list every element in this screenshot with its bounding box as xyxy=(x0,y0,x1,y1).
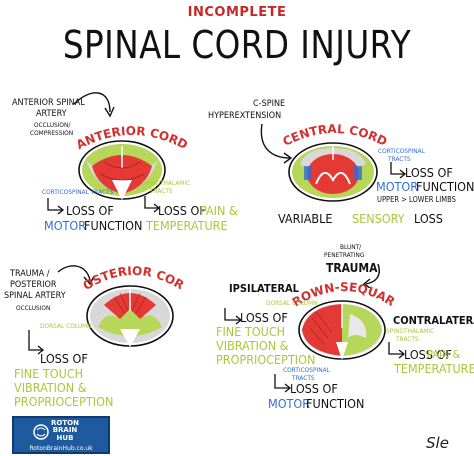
brown-ipsi-fine: FINE TOUCH xyxy=(216,324,286,339)
brown-ipsi-proprioception: PROPRIOCEPTION xyxy=(216,352,316,367)
central-variable: VARIABLE xyxy=(278,211,333,226)
brown-cause-arrow xyxy=(362,263,380,288)
anterior-motor: MOTOR xyxy=(44,218,87,233)
posterior-loss-of: LOSS OF xyxy=(40,351,88,366)
central-motor: MOTOR xyxy=(376,179,419,194)
brown-cause-1: BLUNT/ xyxy=(340,243,362,251)
brown-ipsi-arrow xyxy=(224,308,243,325)
logo-line-1: ROTON xyxy=(51,419,79,427)
brown-motor: MOTOR xyxy=(268,396,311,411)
brown-spino-1: SPINOTHALAMIC xyxy=(386,327,435,335)
brown-cortico-1: CORTICOSPINAL xyxy=(283,366,330,374)
logo-line-3: HUB xyxy=(56,433,74,442)
anterior-cause-1: ANTERIOR SPINAL xyxy=(12,98,85,108)
anterior-loss-of: LOSS OF xyxy=(66,203,114,218)
brown-motor-arrow xyxy=(274,374,292,393)
title-subheading: INCOMPLETE xyxy=(187,5,287,20)
brown-contra-loss-of: LOSS OF xyxy=(404,347,452,362)
central-cord-cross-section xyxy=(288,142,378,202)
central-arrow xyxy=(390,162,407,179)
brown-ipsi-loss-of: LOSS OF xyxy=(240,310,288,325)
central-loss: LOSS xyxy=(414,211,443,226)
logo-text: ROTON BRAIN HUB xyxy=(48,419,82,442)
posterior-cause-arrow xyxy=(57,265,95,286)
posterior-tract: DORSAL COLUMN xyxy=(40,322,92,330)
anterior-cause-arrow xyxy=(73,92,115,118)
anterior-cause-4: COMPRESSION xyxy=(30,129,74,137)
posterior-cause-2: POSTERIOR xyxy=(10,280,57,290)
anterior-right-arrow xyxy=(144,196,161,213)
brown-contralateral: CONTRALATERAL xyxy=(393,314,474,327)
anterior-cause-2: ARTERY xyxy=(36,109,67,119)
logo-url: RotonBrainHub.co.uk xyxy=(29,445,93,452)
brown-sequard-cross-section xyxy=(298,300,386,360)
central-function: FUNCTION xyxy=(416,179,474,194)
central-tract-2: TRACTS xyxy=(388,155,411,163)
central-cause-1: C-SPINE xyxy=(253,99,286,109)
posterior-cause-3: SPINAL ARTERY xyxy=(4,291,66,301)
central-sensory: SENSORY xyxy=(352,211,405,226)
anterior-loss-of-2: LOSS OF xyxy=(158,203,206,218)
brown-contra-temperature: TEMPERATURE xyxy=(394,361,474,376)
anterior-left-arrow xyxy=(47,198,65,215)
anterior-temperature: TEMPERATURE xyxy=(146,218,228,233)
roton-brain-hub-logo: ROTON BRAIN HUB RotonBrainHub.co.uk xyxy=(12,416,110,454)
brown-contra-arrow xyxy=(388,342,406,359)
brown-dorsal-column: DORSAL COLUMN xyxy=(266,299,318,307)
brown-ipsi-vibration: VIBRATION & xyxy=(216,338,289,353)
anterior-cause-3: OCCLUSION/ xyxy=(34,121,71,129)
posterior-cause-4: OCCLUSION xyxy=(16,304,51,312)
posterior-proprioception: PROPRIOCEPTION xyxy=(14,394,114,409)
central-cause-2: HYPEREXTENSION xyxy=(208,111,282,121)
brain-icon xyxy=(33,424,49,440)
brown-cause-2: PENETRATING xyxy=(324,251,365,259)
central-tract-1: CORTICOSPINAL xyxy=(378,147,425,155)
brown-motor-function: FUNCTION xyxy=(306,396,365,411)
posterior-fine-touch: FINE TOUCH xyxy=(14,366,84,381)
anterior-tract-spinothalamic-2: TRACTS xyxy=(150,187,173,195)
brown-cause-3: TRAUMA xyxy=(326,261,378,275)
central-upper-lower: UPPER > LOWER LIMBS xyxy=(377,195,456,204)
artist-signature: Sle xyxy=(426,434,449,452)
brown-spino-2: TRACTS xyxy=(396,335,419,343)
page-title: SPINAL CORD INJURY xyxy=(62,23,412,67)
central-cause-arrow xyxy=(260,123,293,164)
brown-ipsilateral: IPSILATERAL xyxy=(229,282,299,295)
brown-contra-pain: PAIN & xyxy=(427,348,461,361)
posterior-arrow xyxy=(28,330,45,355)
posterior-vibration: VIBRATION & xyxy=(14,380,87,395)
brown-cortico-2: TRACTS xyxy=(292,374,315,382)
anterior-tract-corticospinal: CORTICOSPINAL TRACTS xyxy=(42,188,114,196)
posterior-cause-1: TRAUMA / xyxy=(10,269,50,279)
anterior-function: FUNCTION xyxy=(84,218,143,233)
anterior-tract-spinothalamic-1: SPINOTHALAMIC xyxy=(142,179,191,187)
logo-line-2: BRAIN xyxy=(52,426,78,435)
central-loss-of: LOSS OF xyxy=(405,165,453,180)
anterior-pain: PAIN & xyxy=(200,203,238,218)
posterior-cord-cross-section xyxy=(86,285,174,347)
brown-motor-loss-of: LOSS OF xyxy=(290,381,338,396)
anterior-cord-cross-section xyxy=(78,140,166,200)
